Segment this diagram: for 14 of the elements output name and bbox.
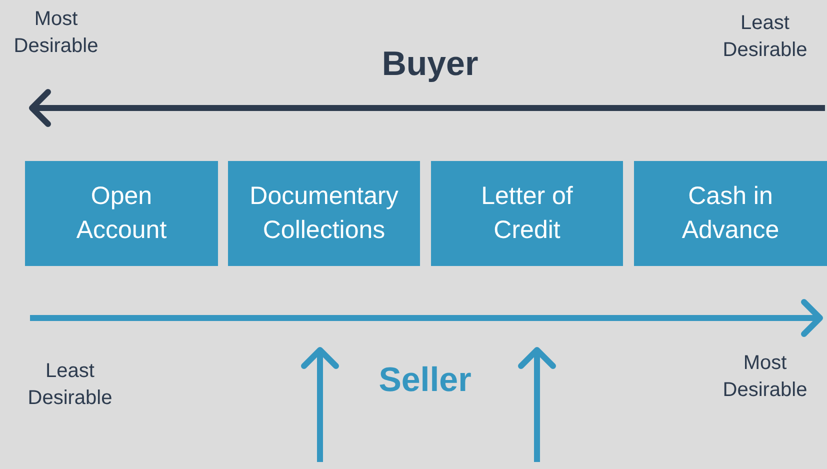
payment-method-box: [431, 161, 623, 266]
scale-label: Most Desirable: [12, 7, 100, 59]
scale-label: Least Desirable: [26, 359, 114, 411]
box-text: Cash in Advance: [680, 180, 780, 246]
payment-method-box: [634, 161, 827, 266]
payment-method-box: [228, 161, 420, 266]
scale-label: Most Desirable: [722, 351, 808, 403]
party-label: Seller: [378, 360, 472, 401]
payment-method-box: [25, 161, 218, 266]
scale-label: Least Desirable: [722, 11, 808, 63]
box-text: Letter of Credit: [480, 180, 574, 246]
box-text: Documentary Collections: [248, 180, 400, 246]
party-label: Buyer: [380, 44, 480, 85]
box-text: Open Account: [75, 180, 168, 246]
